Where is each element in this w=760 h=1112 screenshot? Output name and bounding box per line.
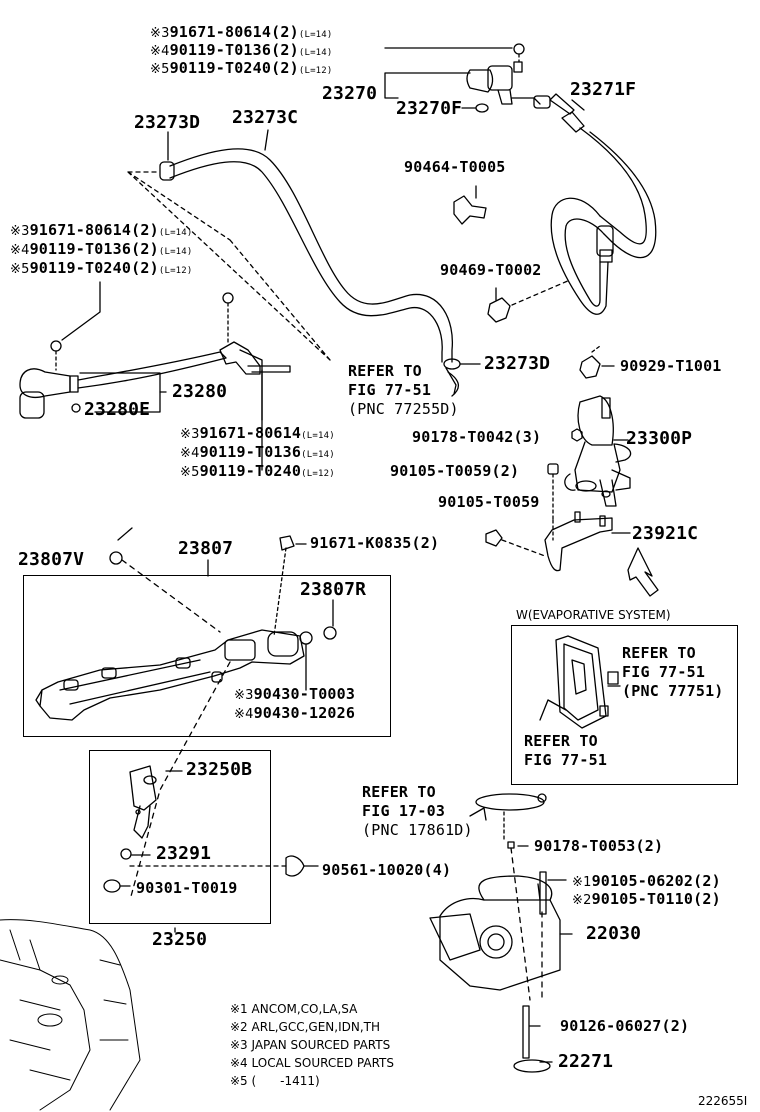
vsv-23300p-part xyxy=(564,395,632,507)
part-label: 23807V xyxy=(18,549,85,570)
clamp-90929-part xyxy=(579,355,601,379)
part-label: ※391671-80614(L=14) xyxy=(180,424,335,442)
part-label: 23250B xyxy=(186,759,253,780)
canister-evap-part xyxy=(547,635,619,729)
part-label: 90561-10020(4) xyxy=(322,861,452,879)
clamp-23273d-part xyxy=(443,358,481,395)
footnote: ※1 ANCOM,CO,LA,SA xyxy=(230,1002,358,1016)
part-label: ※391671-80614(2)(L=14) xyxy=(10,221,193,239)
part-label: 23250 xyxy=(152,929,208,950)
footnote: ※3 JAPAN SOURCED PARTS xyxy=(230,1038,391,1052)
bracket-23921c-part xyxy=(544,511,613,572)
injector-group-box xyxy=(89,750,271,924)
fuel-rail-group-box xyxy=(23,575,391,737)
clip-90469-part xyxy=(487,287,511,323)
part-label: ※590119-T0240(2)(L=12) xyxy=(150,59,333,77)
part-label: 22030 xyxy=(586,923,642,944)
part-label: 23270F xyxy=(396,98,463,119)
part-label: ※390430-T0003 xyxy=(234,685,356,703)
part-label: ※490119-T0136(2)(L=14) xyxy=(10,240,193,258)
vsv-23280-part xyxy=(19,292,291,419)
part-label: ※490119-T0136(L=14) xyxy=(180,443,335,461)
engine-block-part xyxy=(0,919,141,1111)
part-label: 90178-T0053(2) xyxy=(534,837,664,855)
part-label: 23273D xyxy=(134,112,201,133)
throttle-body-22030-part xyxy=(429,793,561,1073)
footnote: ※2 ARL,GCC,GEN,IDN,TH xyxy=(230,1020,381,1034)
vsv-23270-part xyxy=(466,43,541,113)
part-label: 23280E xyxy=(84,399,151,420)
part-label: 23280 xyxy=(172,381,228,402)
part-label: ※490430-12026 xyxy=(234,704,356,722)
hose-23273c-part xyxy=(159,148,454,363)
part-label: 23921C xyxy=(632,523,699,544)
diagram-id: 222655I xyxy=(698,1094,748,1108)
part-label: 90464-T0005 xyxy=(404,158,506,176)
bolt-90105-b-part xyxy=(485,529,503,547)
part-label: ※391671-80614(2)(L=14) xyxy=(150,23,333,41)
part-label: 23270 xyxy=(322,83,378,104)
nut-90178-part xyxy=(571,428,583,442)
part-label: ※590119-T0240(L=12) xyxy=(180,462,335,480)
plug-90561-part xyxy=(285,855,319,877)
part-label: 23807R xyxy=(300,579,367,600)
bolt-90105-part xyxy=(547,463,559,521)
part-label: ※190105-06202(2) xyxy=(572,872,721,890)
part-label: 22271 xyxy=(558,1051,614,1072)
part-label: 90929-T1001 xyxy=(620,357,722,375)
part-label: 23273D xyxy=(484,353,551,374)
part-label: ※590119-T0240(2)(L=12) xyxy=(10,259,193,277)
part-label: 23807 xyxy=(178,538,234,559)
injector-23250-part xyxy=(103,765,157,893)
part-label: 90469-T0002 xyxy=(440,261,542,279)
part-label: 23291 xyxy=(156,843,212,864)
part-label: 90126-06027(2) xyxy=(560,1017,690,1035)
part-label: 90178-T0042(3) xyxy=(412,428,542,446)
part-label: 23271F xyxy=(570,79,637,100)
footnote: ※5 ( -1411) xyxy=(230,1074,320,1088)
evap-system-box xyxy=(511,625,738,785)
part-label: 90301-T0019 xyxy=(136,879,238,897)
part-label: 23273C xyxy=(232,107,299,128)
part-label: 90105-T0059(2) xyxy=(390,462,520,480)
evap-system-title: W(EVAPORATIVE SYSTEM) xyxy=(516,608,671,622)
footnote: ※4 LOCAL SOURCED PARTS xyxy=(230,1056,394,1070)
part-label: 91671-K0835(2) xyxy=(310,534,440,552)
part-label: 90105-T0059 xyxy=(438,493,540,511)
part-label: 23300P xyxy=(626,428,693,449)
clamp-90464-part xyxy=(453,185,487,225)
part-label: ※490119-T0136(2)(L=14) xyxy=(150,41,333,59)
part-label: ※290105-T0110(2) xyxy=(572,890,721,908)
hose-23271f-part xyxy=(533,93,657,315)
